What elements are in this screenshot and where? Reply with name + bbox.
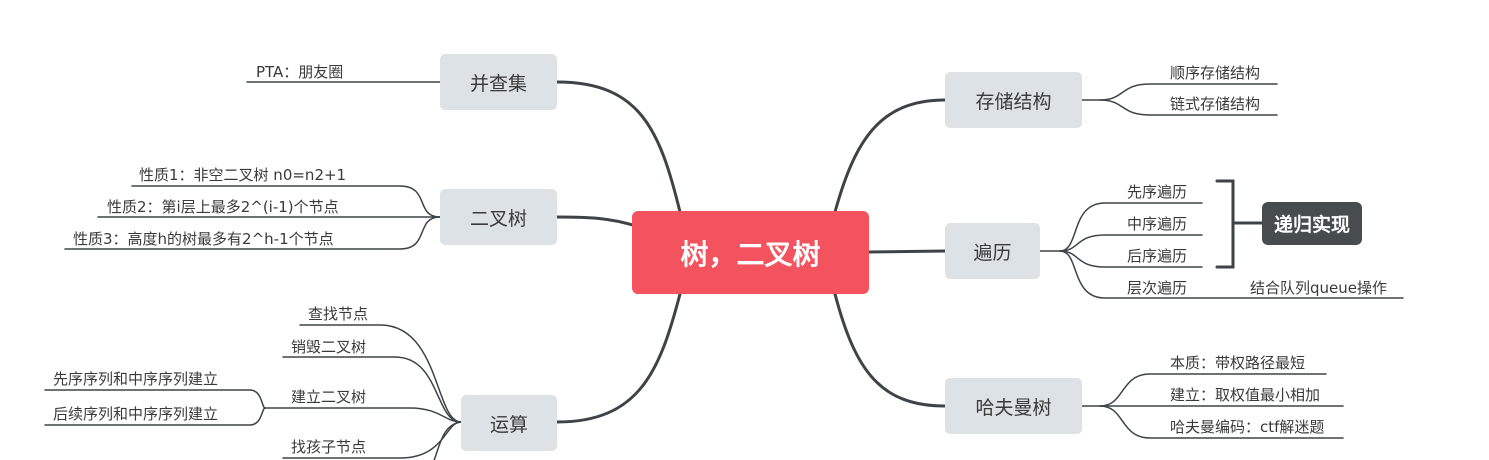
leaf-level-order[interactable]: 层次遍历: [1127, 279, 1188, 297]
note-recursive-implementation[interactable]: 递归实现: [1262, 202, 1362, 245]
topic-traversal[interactable]: 遍历: [945, 223, 1040, 279]
leaf-huffman-build[interactable]: 建立：取权值最小相加: [1170, 386, 1321, 404]
topic-union-find[interactable]: 并查集: [440, 54, 557, 110]
leaf-sequential-storage[interactable]: 顺序存储结构: [1170, 64, 1261, 82]
leaf-preorder[interactable]: 先序遍历: [1127, 183, 1188, 201]
leaf-huffman-coding[interactable]: 哈夫曼编码：ctf解迷题: [1170, 418, 1325, 436]
leaf-queue-operation[interactable]: 结合队列queue操作: [1250, 279, 1387, 297]
leaf-build-tree[interactable]: 建立二叉树: [291, 388, 367, 406]
leaf-postorder[interactable]: 后序遍历: [1127, 247, 1188, 265]
topic-binary-tree[interactable]: 二叉树: [440, 189, 557, 245]
topic-operations[interactable]: 运算: [461, 395, 557, 451]
leaf-build-pre-in[interactable]: 先序序列和中序序列建立: [53, 370, 219, 388]
leaf-build-post-in[interactable]: 后续序列和中序序列建立: [53, 405, 219, 423]
root-topic[interactable]: 树，二叉树: [632, 211, 869, 294]
leaf-property-2[interactable]: 性质2：第i层上最多2^(i-1)个节点: [107, 198, 339, 216]
leaf-pta-friend-circle[interactable]: PTA：朋友圈: [256, 63, 344, 81]
topic-huffman-tree[interactable]: 哈夫曼树: [945, 378, 1082, 434]
leaf-inorder[interactable]: 中序遍历: [1127, 215, 1188, 233]
leaf-find-child[interactable]: 找孩子节点: [291, 438, 367, 456]
leaf-find-node[interactable]: 查找节点: [308, 305, 369, 323]
leaf-property-1[interactable]: 性质1：非空二叉树 n0=n2+1: [139, 166, 347, 184]
leaf-linked-storage[interactable]: 链式存储结构: [1170, 95, 1261, 113]
topic-storage-structure[interactable]: 存储结构: [945, 72, 1082, 128]
leaf-destroy-tree[interactable]: 销毁二叉树: [291, 338, 367, 356]
leaf-huffman-essence[interactable]: 本质：带权路径最短: [1170, 354, 1306, 372]
leaf-property-3[interactable]: 性质3：高度h的树最多有2^h-1个节点: [73, 230, 334, 248]
